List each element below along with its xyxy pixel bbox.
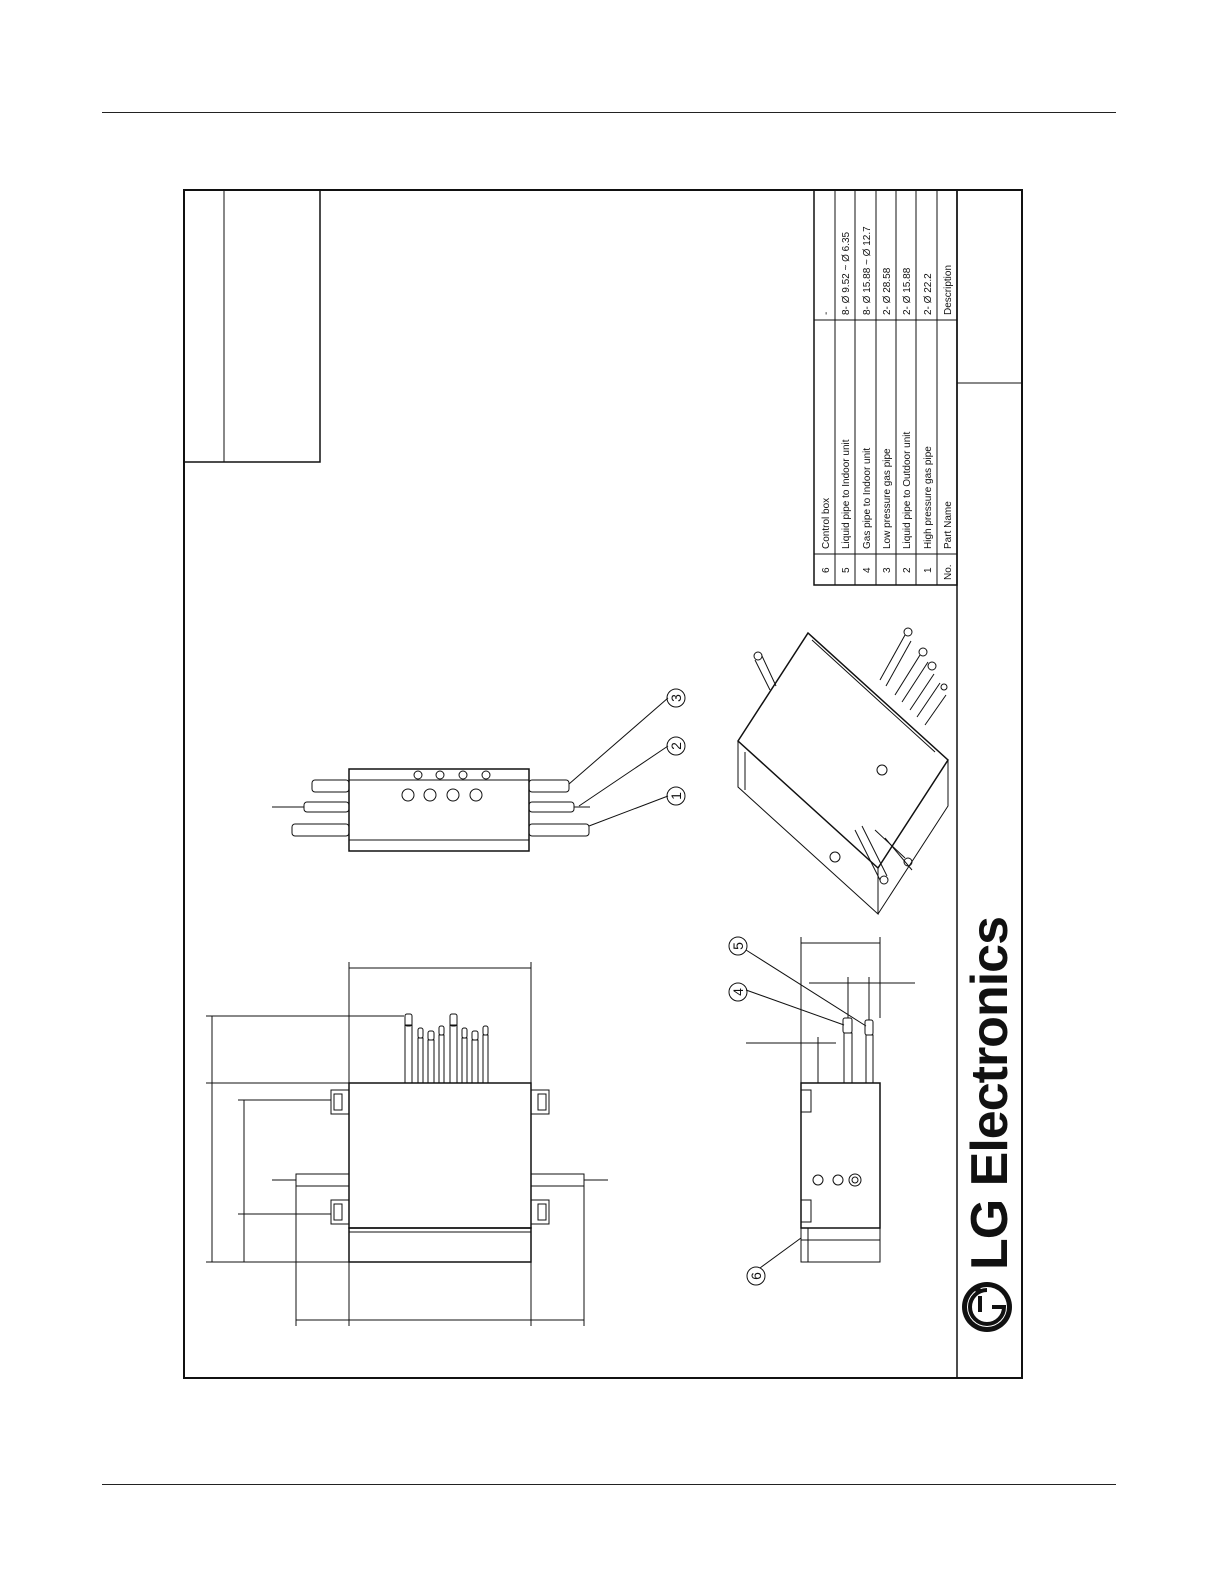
main-view (206, 962, 608, 1326)
header-no: No. (943, 564, 954, 580)
callout-1: 1 (668, 792, 684, 800)
parts-table-header: No. Part Name Description (943, 265, 954, 580)
revision-block (184, 190, 320, 462)
lg-logo-mark (962, 1282, 1012, 1332)
header-part-name: Part Name (943, 501, 954, 549)
top-view (272, 698, 668, 851)
row-4-no: 4 (862, 567, 873, 573)
callout-3: 3 (668, 694, 684, 702)
row-1-no: 1 (923, 567, 934, 573)
row-6-description: - (821, 312, 832, 315)
callout-2: 2 (668, 742, 684, 750)
isometric-view (738, 628, 948, 914)
row-2-part-name: Liquid pipe to Outdoor unit (902, 431, 913, 549)
row-5-part-name: Liquid pipe to Indoor unit (841, 439, 852, 549)
row-3-no: 3 (882, 567, 893, 573)
lg-electronics-logo-text: LG Electronics (961, 917, 1019, 1270)
row-2-no: 2 (902, 567, 913, 573)
row-3-part-name: Low pressure gas pipe (882, 448, 893, 549)
callout-6: 6 (748, 1272, 764, 1280)
header-description: Description (943, 265, 954, 315)
callout-4: 4 (730, 988, 746, 996)
row-4-description: 8- Ø 15.88 ~ Ø 12.7 (862, 226, 873, 315)
row-2-description: 2- Ø 15.88 (902, 267, 913, 315)
row-5-no: 5 (841, 567, 852, 573)
row-5-description: 8- Ø 9.52 ~ Ø 6.35 (841, 231, 852, 315)
parts-table-rows: 6 Control box - 5 Liquid pipe to Indoor … (821, 226, 934, 573)
row-3-description: 2- Ø 28.58 (882, 267, 893, 315)
callout-5: 5 (730, 942, 746, 950)
row-6-part-name: Control box (821, 498, 832, 549)
row-6-no: 6 (821, 567, 832, 573)
row-4-part-name: Gas pipe to Indoor unit (862, 448, 873, 549)
row-1-part-name: High pressure gas pipe (923, 446, 934, 549)
row-1-description: 2- Ø 22.2 (923, 273, 934, 315)
side-view (746, 937, 915, 1268)
